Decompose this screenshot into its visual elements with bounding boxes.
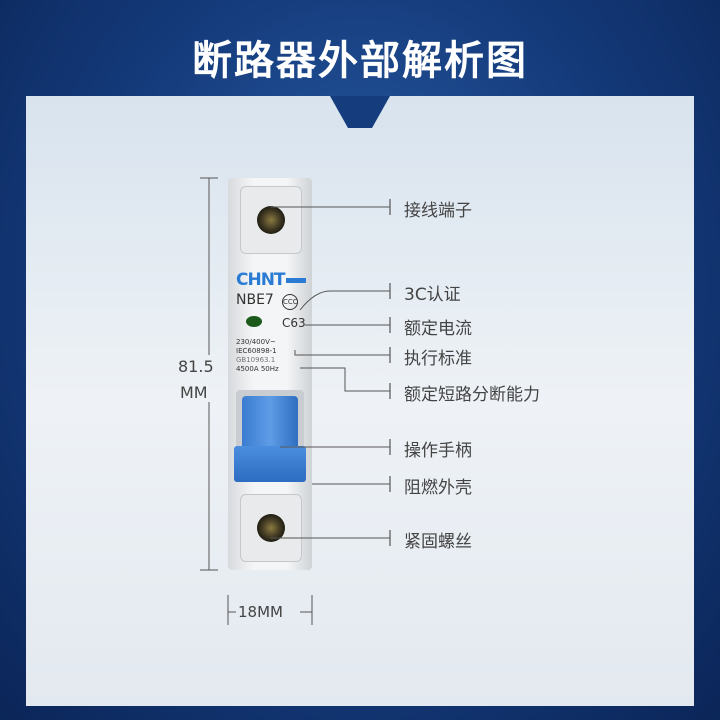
- brand-bar: [286, 278, 306, 283]
- screw-icon: [257, 514, 285, 542]
- callout-handle: 操作手柄: [404, 441, 472, 461]
- spec-line: 230/400V~: [236, 338, 276, 346]
- indicator-led: [246, 316, 262, 327]
- ccc-mark-icon: CCC: [282, 294, 298, 310]
- circuit-breaker: CHNT NBE7 CCC C63 230/400V~ IEC60898-1 G…: [228, 178, 312, 570]
- callout-standard: 执行标准: [404, 349, 472, 369]
- height-value: 81.5: [178, 357, 214, 376]
- spec-line: 4500A 50Hz: [236, 365, 279, 373]
- bottom-terminal: [240, 494, 302, 562]
- callout-3c: 3C认证: [404, 285, 461, 305]
- rating-label: C63: [282, 316, 306, 330]
- brand-logo: CHNT: [236, 270, 286, 290]
- callout-breaking-capacity: 额定短路分断能力: [404, 385, 540, 405]
- callout-terminal: 接线端子: [404, 201, 472, 221]
- callout-housing: 阻燃外壳: [404, 478, 472, 498]
- background-panel: [26, 96, 694, 706]
- page-title: 断路器外部解析图: [192, 38, 528, 84]
- spec-line: GB10963.1: [236, 356, 276, 364]
- callout-screw: 紧固螺丝: [404, 532, 472, 552]
- height-unit: MM: [180, 383, 208, 402]
- model-label: NBE7: [236, 292, 274, 308]
- screw-icon: [257, 206, 285, 234]
- spec-line: IEC60898-1: [236, 347, 277, 355]
- width-value: 18MM: [238, 603, 283, 621]
- callout-rated-current: 额定电流: [404, 319, 472, 339]
- top-terminal: [240, 186, 302, 254]
- operating-handle-tab[interactable]: [234, 446, 306, 482]
